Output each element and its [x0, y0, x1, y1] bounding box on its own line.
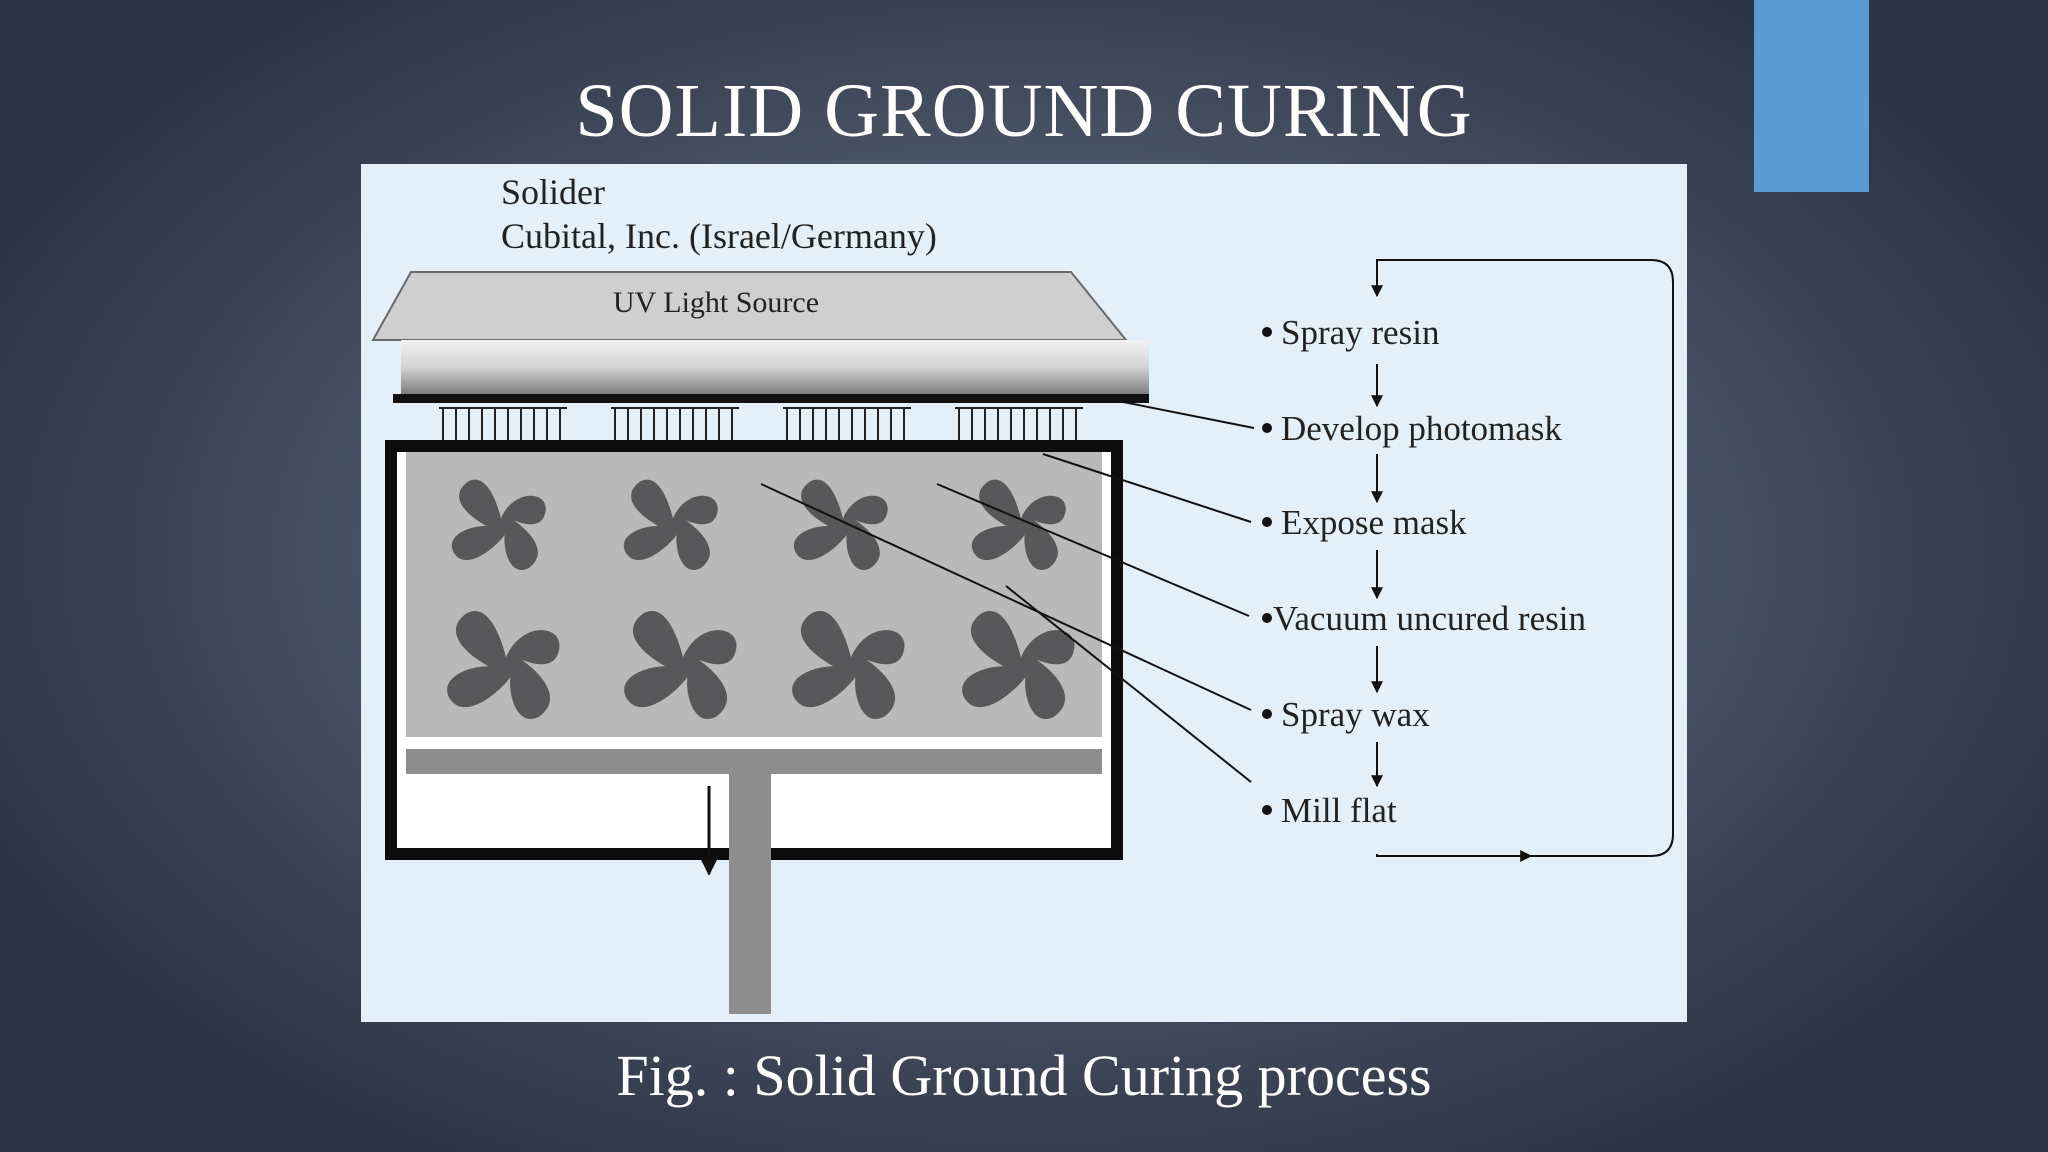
glass-plate: [401, 340, 1149, 394]
step-spray-resin: Spray resin: [1281, 313, 1439, 352]
company-name: Solider: [501, 172, 605, 212]
step-bullet: [1262, 613, 1272, 623]
figure-caption: Fig. : Solid Ground Curing process: [616, 1043, 1432, 1108]
step-bullet: [1262, 517, 1272, 527]
build-platform: [406, 749, 1102, 774]
step-mill-flat: Mill flat: [1281, 791, 1397, 830]
step-expose-mask: Expose mask: [1281, 503, 1467, 542]
cycle-loop-arrow: [1371, 259, 1674, 857]
leader-lines: [760, 399, 1255, 783]
step-bullet: [1262, 805, 1272, 815]
platform-shaft: [729, 774, 771, 1014]
accent-tab: [1754, 0, 1869, 192]
step-bullet: [1262, 709, 1272, 719]
step-bullet: [1262, 327, 1272, 337]
company-location: Cubital, Inc. (Israel/Germany): [501, 216, 937, 256]
figure-panel: Solider Cubital, Inc. (Israel/Germany) U…: [361, 164, 1687, 1022]
uv-light-label: UV Light Source: [613, 286, 819, 319]
slide-title: SOLID GROUND CURING: [575, 69, 1473, 153]
photomask: [393, 394, 1149, 403]
step-develop-photomask: Develop photomask: [1281, 409, 1562, 448]
step-vacuum-uncured-resin: Vacuum uncured resin: [1273, 599, 1586, 638]
sgc-diagram: Solider Cubital, Inc. (Israel/Germany) U…: [371, 172, 1674, 1014]
step-bullet: [1262, 423, 1272, 433]
step-spray-wax: Spray wax: [1281, 695, 1430, 734]
process-steps: Spray resin Develop photomask Expose mas…: [1262, 313, 1586, 830]
